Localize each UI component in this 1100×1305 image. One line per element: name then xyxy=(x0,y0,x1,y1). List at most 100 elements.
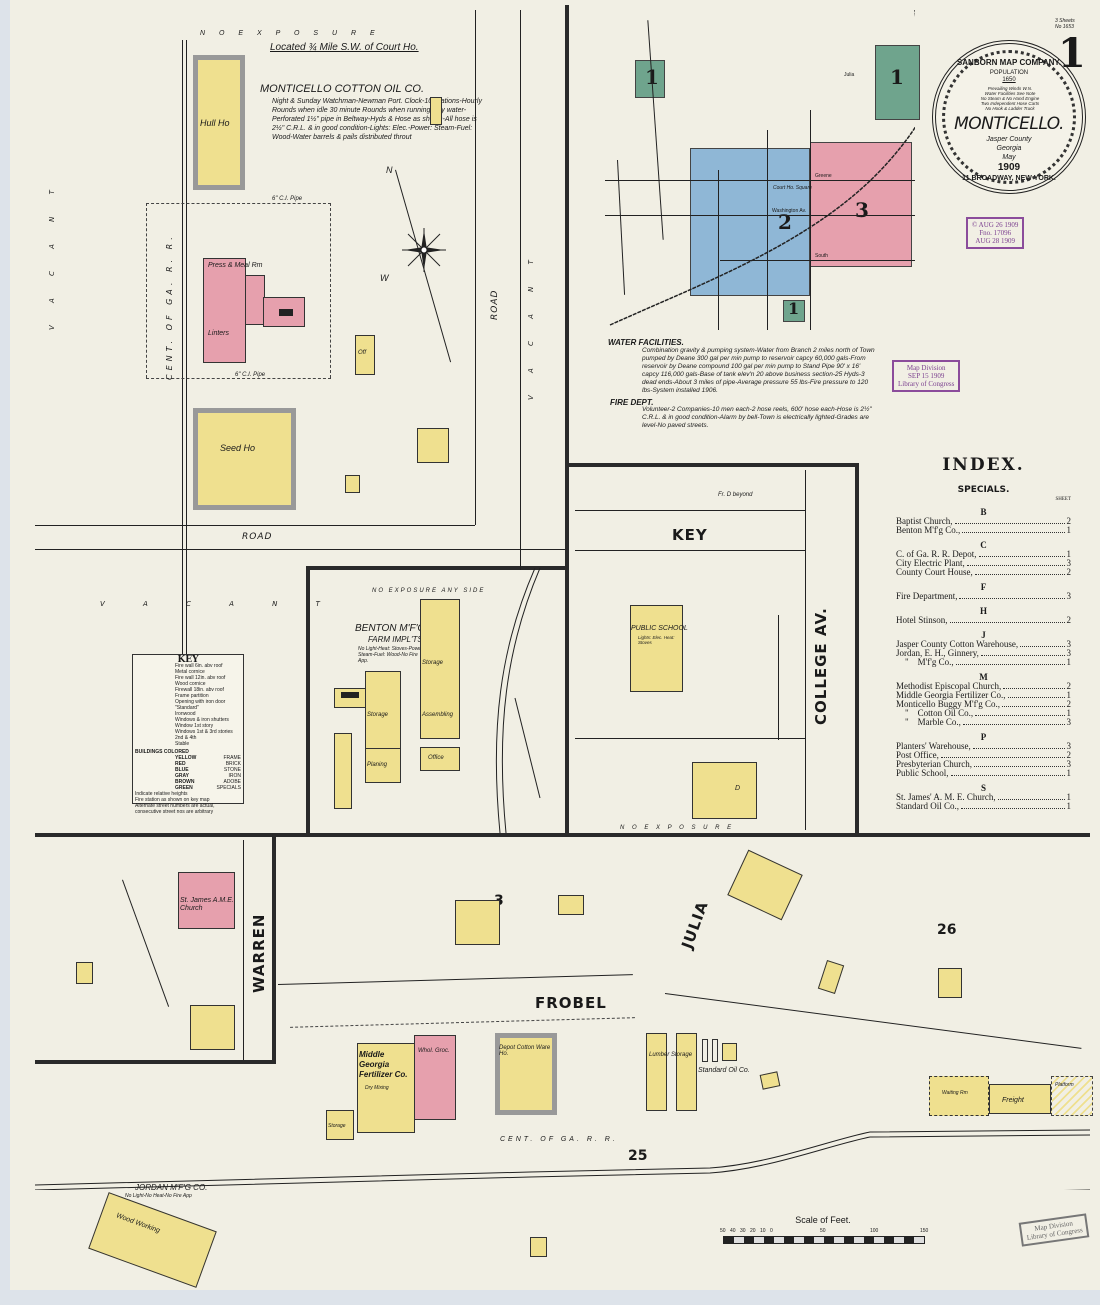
north-arrow-school xyxy=(778,615,779,740)
dwelling-block-3 xyxy=(455,900,500,945)
street-road-top: ROAD xyxy=(242,532,273,542)
pipe-top xyxy=(146,203,331,204)
index-entry: Jordan, E. H., Ginnery,3 xyxy=(896,649,1071,658)
key-map-label-1b: 1 xyxy=(890,65,904,89)
index-entry-name: St. James' A. M. E. Church, xyxy=(896,792,996,802)
seed-house xyxy=(193,408,296,510)
index-title: INDEX. xyxy=(942,455,1025,475)
benton-railroad xyxy=(495,568,541,833)
seal-population-label: POPULATION xyxy=(989,70,1029,76)
index-entry: Jasper County Cotton Warehouse,3 xyxy=(896,640,1071,649)
index-entry-name: Benton M'f'g Co., xyxy=(896,525,961,535)
index-leader-dots xyxy=(955,658,1065,665)
seal-town: MONTICELLO. xyxy=(954,114,1064,134)
index-entry-name: Fire Department, xyxy=(896,591,958,601)
location-note: Located ¾ Mile S.W. of Court Ho. xyxy=(270,42,419,53)
lumber-storage-label: Lumber Storage xyxy=(649,1052,693,1058)
map-division-stamp: Map Division SEP 15 1909 Library of Cong… xyxy=(892,360,961,392)
key-map-street-warren xyxy=(810,110,811,330)
central-georgia-railroad xyxy=(34,1129,1091,1190)
water-main-frobel xyxy=(290,1017,635,1028)
public-school-note: Lights: Elec. Heat: Stoves xyxy=(638,635,675,645)
index-entry-sheet: 1 xyxy=(1066,768,1072,778)
pipe-left xyxy=(146,203,147,378)
index-letter: C xyxy=(980,540,987,550)
index-entry: Monticello Buggy M'f'g Co.,2 xyxy=(896,700,1071,709)
index-entry-name: Public School, xyxy=(896,768,949,778)
map-key-streets-note: Alternate street numbers are actual, con… xyxy=(135,803,215,815)
index-entry-sheet: 1 xyxy=(1066,708,1072,718)
map-key-heights: Indicate relative heights xyxy=(135,791,188,797)
depot-cotton-warehouse xyxy=(495,1033,557,1115)
index-entry-name: County Court House, xyxy=(896,567,973,577)
map-key-item: 2nd & 4th xyxy=(175,735,197,741)
shed-small xyxy=(345,475,360,493)
sheet-number: 1 xyxy=(1058,30,1086,77)
fertilizer-note: Dry Mixing xyxy=(365,1085,389,1091)
key-map-greene: Greene xyxy=(815,173,832,179)
dwelling-top xyxy=(430,97,442,125)
key-map-washington: Washington Av. xyxy=(772,208,807,214)
lot-line xyxy=(475,10,476,525)
street-warren: WARREN xyxy=(250,913,268,993)
vacant-left: V A C A N T xyxy=(48,180,56,330)
index-entry-name: Hotel Stinson, xyxy=(896,615,948,625)
road-edge xyxy=(35,549,565,550)
oil-tank-2 xyxy=(712,1039,718,1062)
scale-tick-label: 50 xyxy=(820,1228,826,1234)
pipe-bottom xyxy=(146,378,331,379)
index-entry-name: " Marble Co., xyxy=(896,717,961,727)
index-entry-name: Jasper County Cotton Warehouse, xyxy=(896,639,1019,649)
seal-year: 1909 xyxy=(997,162,1021,173)
index-leader-dots xyxy=(962,718,1065,725)
water-facilities-text: Combination gravity & pumping system-Wat… xyxy=(642,347,875,394)
index-entry-name: Jordan, E. H., Ginnery, xyxy=(896,648,979,658)
benton-subtitle: FARM IMPL'TS xyxy=(368,635,423,644)
map-key-item: "Standard" xyxy=(175,705,199,711)
index-entry-sheet: 1 xyxy=(1066,690,1072,700)
key-map-street-washington xyxy=(605,215,915,216)
index-leader-dots xyxy=(962,526,1065,533)
seal-month: May xyxy=(1002,154,1016,161)
benton-description: No Light-Heat: Stoves-Power: Steam-Fuel:… xyxy=(358,646,425,664)
index-leader-dots xyxy=(1020,640,1065,647)
press-meal-label: Press & Meal Rm xyxy=(208,262,263,269)
no-exposure-top: N O E X P O S U R E xyxy=(200,30,381,37)
lot-line xyxy=(35,525,475,526)
divider-main-vertical xyxy=(565,5,569,835)
benton-lumber-storage xyxy=(334,733,352,809)
divider-benton-top xyxy=(306,566,568,570)
wholesale-grocery-label: Whol. Groc. xyxy=(418,1048,450,1054)
divider-church-right xyxy=(272,837,276,1064)
street-college-av: COLLEGE AV. xyxy=(812,607,830,725)
storage-small-label: Storage xyxy=(328,1123,346,1129)
map-key-item: Fire wall 12in. abv roof xyxy=(175,675,226,681)
boiler-room xyxy=(245,275,265,325)
bottom-library-stamp: Map Division Library of Congress xyxy=(1018,1213,1090,1247)
fd-beyond-label: Fr. D beyond xyxy=(718,492,753,498)
seal-population: 1650 xyxy=(1002,77,1016,83)
shed-block-26 xyxy=(817,959,845,995)
press-meal-room xyxy=(203,258,246,363)
index-letter: B xyxy=(980,507,987,517)
map-key-item: Stable xyxy=(175,741,190,747)
index-letter: M xyxy=(979,672,988,682)
compass-w: W xyxy=(380,273,389,283)
key-map-section-ame-church xyxy=(783,300,805,322)
office-building xyxy=(355,335,375,375)
dwelling-julia xyxy=(727,849,803,921)
compass-star-icon xyxy=(402,228,446,272)
index-leader-dots xyxy=(980,649,1065,656)
key-map-street-greene xyxy=(605,180,915,181)
divider-horizontal-main xyxy=(35,833,1090,837)
index-entry-name: Planters' Warehouse, xyxy=(896,741,971,751)
depot-freight xyxy=(989,1084,1051,1114)
fire-dept-text: Volunteer-2 Companies-10 men each-2 hose… xyxy=(642,406,872,429)
stable-x-block-26 xyxy=(938,968,962,998)
storage-small xyxy=(326,1110,354,1140)
benton-boiler xyxy=(341,692,359,698)
